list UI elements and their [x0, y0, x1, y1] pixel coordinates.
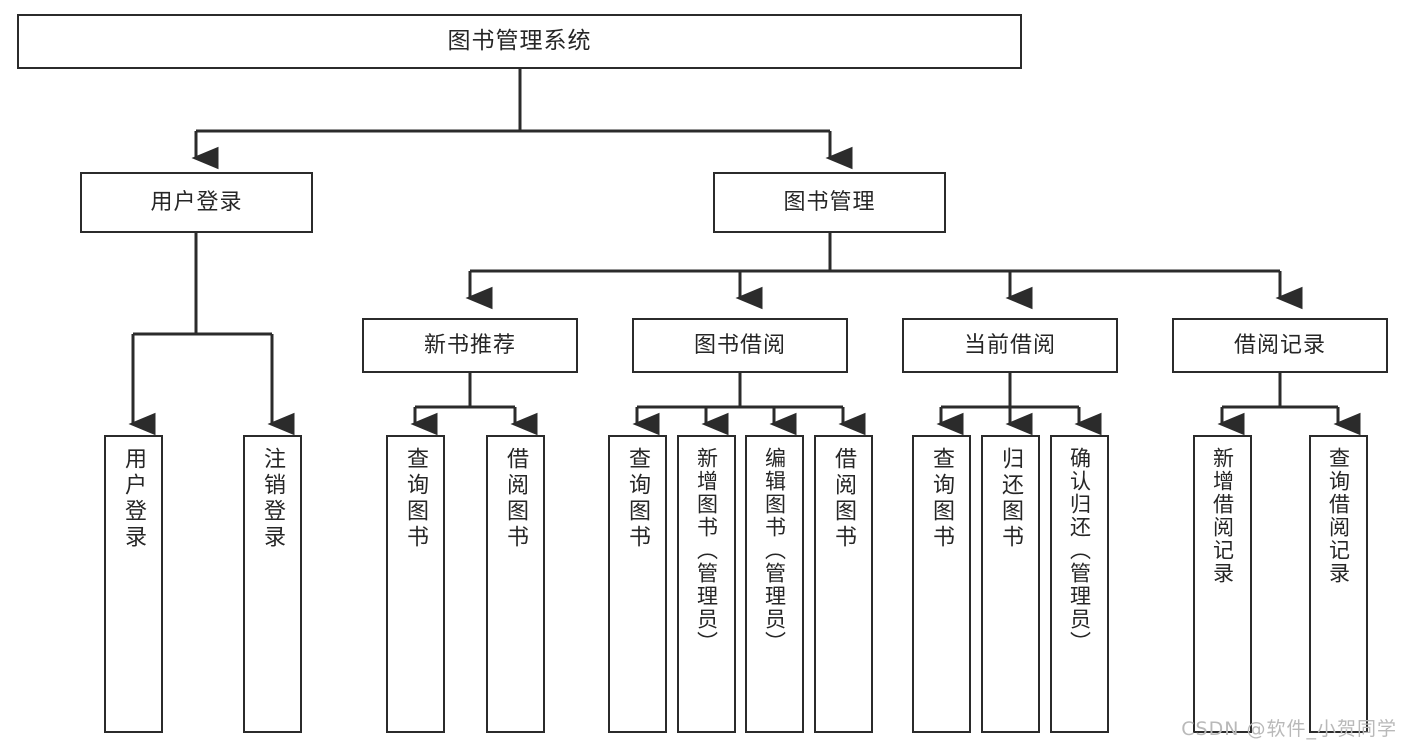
node-root-label: 图书管理系统: [447, 28, 592, 55]
node-leaf-edit-book[interactable]: 编辑图书（管理员）: [745, 435, 804, 733]
node-leaf-return-book[interactable]: 归还图书: [981, 435, 1040, 733]
node-leaf-add-record-label: 新增借阅记录: [1210, 447, 1235, 585]
node-borrow-record[interactable]: 借阅记录: [1172, 318, 1388, 373]
node-new-book-recommend-label: 新书推荐: [423, 332, 516, 358]
node-leaf-user-login-label: 用户登录: [121, 447, 147, 551]
node-book-management[interactable]: 图书管理: [713, 172, 946, 233]
node-user-login-label: 用户登录: [150, 189, 243, 215]
node-leaf-user-login[interactable]: 用户登录: [104, 435, 163, 733]
node-book-management-label: 图书管理: [783, 189, 876, 215]
node-leaf-query-book-1[interactable]: 查询图书: [386, 435, 445, 733]
csdn-watermark: CSDN @软件_小贺同学: [1181, 718, 1397, 740]
node-leaf-query-book-3-label: 查询图书: [929, 447, 955, 551]
node-leaf-query-book-3[interactable]: 查询图书: [912, 435, 971, 733]
node-leaf-add-book-label: 新增图书（管理员）: [694, 447, 719, 654]
node-leaf-confirm-return[interactable]: 确认归还（管理员）: [1050, 435, 1109, 733]
node-leaf-add-book[interactable]: 新增图书（管理员）: [677, 435, 736, 733]
node-leaf-add-record[interactable]: 新增借阅记录: [1193, 435, 1252, 733]
node-leaf-confirm-return-label: 确认归还（管理员）: [1067, 447, 1092, 654]
node-current-borrow-label: 当前借阅: [963, 332, 1056, 358]
node-leaf-user-logout[interactable]: 注销登录: [243, 435, 302, 733]
node-user-login[interactable]: 用户登录: [80, 172, 313, 233]
node-leaf-user-logout-label: 注销登录: [260, 447, 286, 551]
node-book-borrow[interactable]: 图书借阅: [632, 318, 848, 373]
node-book-borrow-label: 图书借阅: [693, 332, 786, 358]
node-borrow-record-label: 借阅记录: [1233, 332, 1326, 358]
node-leaf-borrow-book-2[interactable]: 借阅图书: [814, 435, 873, 733]
node-leaf-borrow-book-1[interactable]: 借阅图书: [486, 435, 545, 733]
node-leaf-query-record-label: 查询借阅记录: [1326, 447, 1351, 585]
node-leaf-edit-book-label: 编辑图书（管理员）: [762, 447, 787, 654]
node-leaf-borrow-book-2-label: 借阅图书: [831, 447, 857, 551]
node-leaf-borrow-book-1-label: 借阅图书: [503, 447, 529, 551]
node-leaf-query-book-1-label: 查询图书: [403, 447, 429, 551]
node-root-system[interactable]: 图书管理系统: [17, 14, 1022, 69]
node-current-borrow[interactable]: 当前借阅: [902, 318, 1118, 373]
node-leaf-query-book-2[interactable]: 查询图书: [608, 435, 667, 733]
node-leaf-return-book-label: 归还图书: [998, 447, 1024, 551]
node-new-book-recommend[interactable]: 新书推荐: [362, 318, 578, 373]
node-leaf-query-book-2-label: 查询图书: [625, 447, 651, 551]
node-leaf-query-record[interactable]: 查询借阅记录: [1309, 435, 1368, 733]
